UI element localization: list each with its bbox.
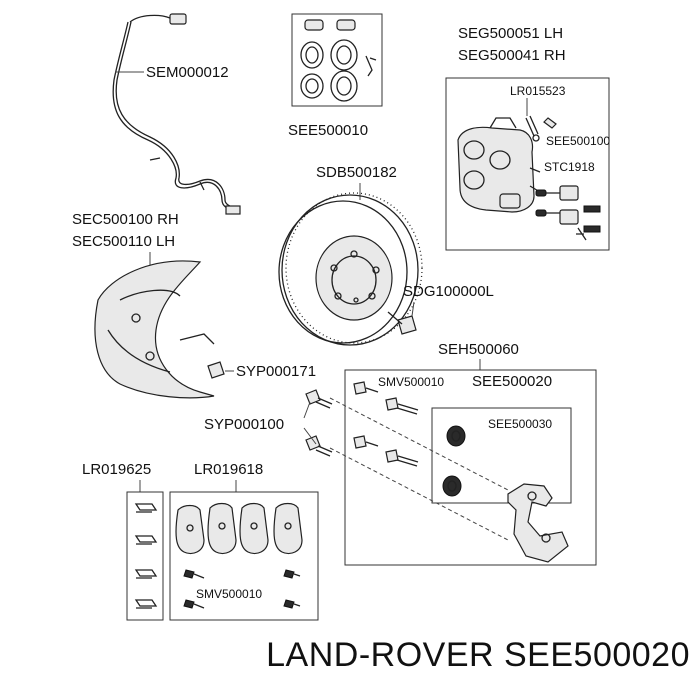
pad-bolts bbox=[183, 569, 301, 609]
caliper-box bbox=[445, 77, 610, 251]
splash-shield bbox=[94, 260, 215, 399]
label-carrier-kit: SEH500060 bbox=[438, 341, 519, 358]
carrier-kit-box bbox=[344, 369, 597, 566]
brake-pads bbox=[175, 502, 303, 555]
carrier-bracket bbox=[507, 483, 569, 563]
label-disc: SDB500182 bbox=[316, 164, 397, 181]
label-boot: SEE500030 bbox=[488, 417, 552, 431]
bolt-syp000171 bbox=[207, 361, 225, 379]
guide-pin-set bbox=[535, 185, 601, 241]
label-seal-kit: SEE500010 bbox=[288, 122, 368, 139]
caliper-seal-small bbox=[543, 117, 557, 129]
label-bolt-1: SYP000171 bbox=[236, 363, 316, 380]
brand-part-number: LAND-ROVER SEE500020 bbox=[266, 636, 690, 674]
pad-clips bbox=[134, 503, 158, 609]
label-guide-sleeve: SEE500020 bbox=[472, 373, 552, 390]
label-shield-lh: SEC500110 LH bbox=[72, 233, 175, 250]
label-guide-bolt: SMV500010 bbox=[378, 375, 444, 389]
bleed-screw bbox=[525, 115, 540, 142]
label-sensor: SEM000012 bbox=[146, 64, 229, 81]
seal-kit-parts bbox=[300, 19, 377, 102]
guide-sleeve-box bbox=[431, 407, 572, 504]
label-bolt-2: SYP000100 bbox=[204, 416, 284, 433]
seal-kit-box bbox=[291, 13, 383, 107]
guide-sleeves bbox=[442, 425, 466, 497]
label-clips: LR019625 bbox=[82, 461, 151, 478]
clips-box bbox=[126, 491, 164, 621]
label-pad-bolt: SMV500010 bbox=[196, 587, 262, 601]
pads-box bbox=[169, 491, 319, 621]
label-disc-screw: SDG100000L bbox=[403, 283, 494, 300]
label-caliper-lh: SEG500051 LH bbox=[458, 25, 563, 42]
caliper-body bbox=[457, 117, 541, 213]
disc-screw bbox=[387, 311, 417, 335]
bolt-syp000100 bbox=[305, 389, 333, 457]
brake-disc bbox=[278, 192, 423, 346]
abs-sensor-wire bbox=[112, 13, 241, 215]
label-pads: LR019618 bbox=[194, 461, 263, 478]
label-caliper-seal: SEE500100 bbox=[546, 134, 610, 148]
label-bleed-screw: LR015523 bbox=[510, 84, 566, 98]
label-pin-kit: STC1918 bbox=[544, 160, 595, 174]
label-caliper-rh: SEG500041 RH bbox=[458, 47, 566, 64]
label-shield-rh: SEC500100 RH bbox=[72, 211, 179, 228]
guide-bolts bbox=[353, 381, 419, 467]
